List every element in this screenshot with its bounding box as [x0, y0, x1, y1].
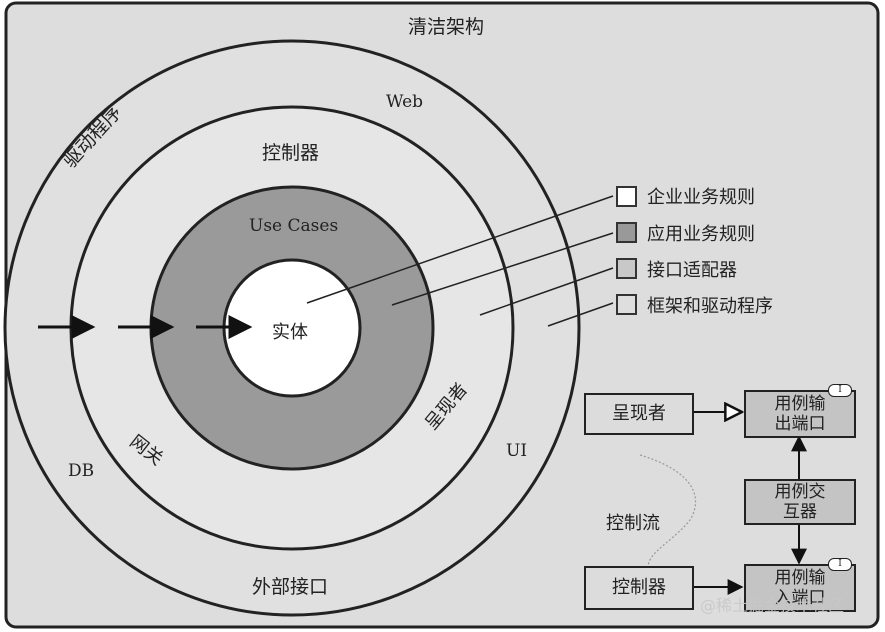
- leader-line-entities: [306, 195, 614, 304]
- interactor-box-label: 用例交互器: [774, 481, 826, 522]
- controller-box-label: 控制器: [612, 577, 666, 599]
- leader-line-adapters: [479, 267, 614, 316]
- legend-label-application: 应用业务规则: [647, 224, 755, 245]
- legend-label-frameworks: 框架和驱动程序: [647, 296, 773, 317]
- label-entities: 实体: [272, 322, 308, 343]
- label-use-cases: Use Cases: [249, 216, 339, 236]
- legend-swatch-enterprise: [616, 186, 637, 207]
- label-external-interface: 外部接口: [252, 576, 329, 598]
- control-flow-line: [639, 454, 697, 576]
- label-web: Web: [386, 92, 424, 112]
- controller-box: 控制器: [584, 566, 694, 610]
- interactor-box: 用例交互器: [744, 479, 856, 525]
- diagram-title: 清洁架构: [408, 16, 485, 38]
- presenter-box: 呈现者: [584, 393, 694, 435]
- input-port-interface-marker: I: [828, 558, 852, 571]
- legend-label-enterprise: 企业业务规则: [647, 187, 755, 208]
- output-port-interface-marker: I: [828, 384, 852, 397]
- output-port-box-label: 用例输出端口: [774, 393, 826, 434]
- label-ui: UI: [506, 441, 528, 461]
- legend-swatch-adapters: [616, 258, 637, 279]
- legend-swatch-application: [616, 222, 637, 243]
- watermark: @稀土掘金技术社区: [700, 596, 845, 615]
- label-controller-ring: 控制器: [262, 142, 320, 164]
- legend-swatch-frameworks: [616, 294, 637, 315]
- leader-line-frameworks: [547, 302, 614, 327]
- label-control-flow: 控制流: [606, 513, 660, 534]
- label-db: DB: [68, 461, 95, 481]
- output-port-box: 用例输出端口: [744, 390, 856, 438]
- input-port-box: 用例输入端口: [744, 564, 856, 612]
- leader-line-usecases: [391, 232, 614, 306]
- input-port-box-label: 用例输入端口: [774, 567, 826, 608]
- legend-label-adapters: 接口适配器: [647, 260, 737, 281]
- presenter-box-label: 呈现者: [612, 403, 666, 425]
